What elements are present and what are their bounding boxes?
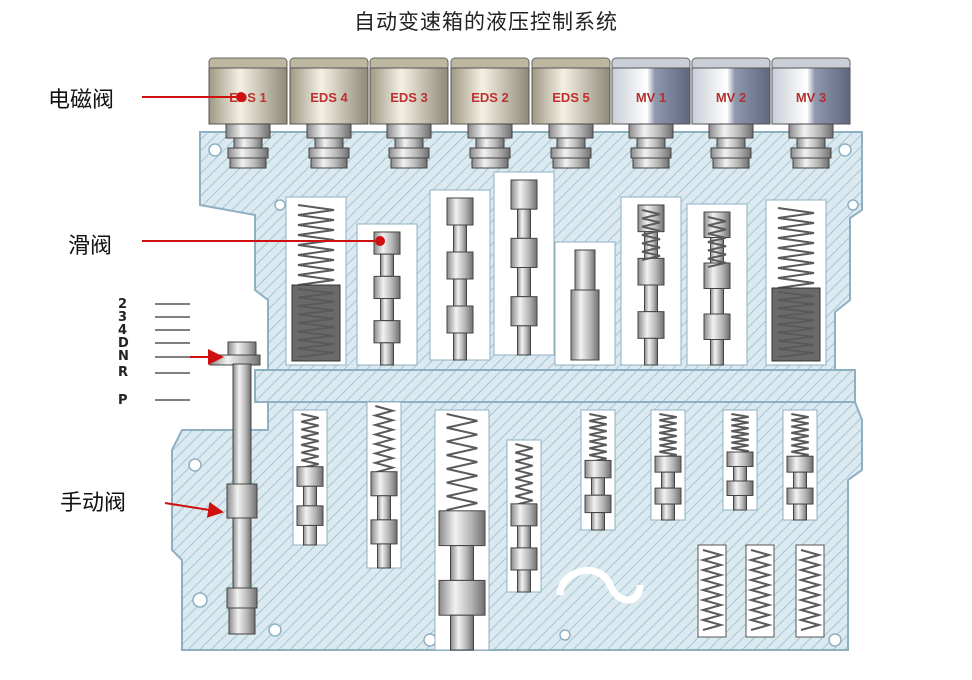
- bottom-spring-valve[interactable]: [697, 544, 727, 638]
- lower-spool-valve[interactable]: [292, 409, 328, 546]
- page-title: 自动变速箱的液压控制系统: [354, 10, 618, 34]
- upper-spool-valve[interactable]: [554, 241, 616, 366]
- separator-plate: [254, 369, 856, 403]
- solenoid-label: EDS 3: [390, 90, 428, 105]
- solenoid-eds-3[interactable]: EDS 3: [369, 57, 449, 169]
- lower-spool-valve[interactable]: [366, 401, 402, 569]
- lower-spool-valve[interactable]: [722, 409, 758, 511]
- upper-spool-valve[interactable]: [493, 171, 555, 356]
- solenoid-mv-2[interactable]: MV 2: [691, 57, 771, 169]
- solenoid-eds-4[interactable]: EDS 4: [289, 57, 369, 169]
- solenoid-mv-3[interactable]: MV 3: [771, 57, 851, 169]
- solenoid-mv-1[interactable]: MV 1: [611, 57, 691, 169]
- upper-spool-valve[interactable]: [356, 223, 418, 366]
- mounting-holes: [188, 143, 859, 647]
- solenoid-eds-2[interactable]: EDS 2: [450, 57, 530, 169]
- bottom-spring-valve[interactable]: [745, 544, 775, 638]
- upper-spool-valve[interactable]: [429, 189, 491, 361]
- solenoid-callout: 电磁阀: [48, 88, 115, 113]
- upper-spool-valve[interactable]: [620, 196, 682, 366]
- solenoid-label: MV 1: [636, 90, 666, 105]
- gear-label-3: 3: [118, 310, 128, 325]
- solenoid-label: EDS 2: [471, 90, 509, 105]
- upper-spool-valve[interactable]: [686, 203, 748, 366]
- gear-label-d: D: [118, 336, 129, 351]
- fluid-channel: [556, 567, 644, 604]
- upper-spool-valve[interactable]: [285, 196, 347, 366]
- lower-spool-valve[interactable]: [580, 409, 616, 531]
- bottom-spring-valve[interactable]: [795, 544, 825, 638]
- gear-label-r: R: [118, 365, 129, 380]
- gear-label-n: N: [118, 349, 129, 364]
- upper-spool-valve[interactable]: [765, 199, 827, 366]
- spool-callout: 滑阀: [68, 234, 113, 259]
- lower-spool-valve[interactable]: [506, 439, 542, 593]
- callout-arrows: [142, 92, 385, 518]
- solenoid-label: MV 2: [716, 90, 746, 105]
- gear-label-p: P: [118, 393, 128, 408]
- solenoid-label: EDS 5: [552, 90, 590, 105]
- solenoid-label: EDS 4: [310, 90, 348, 105]
- gear-index-lines: [155, 303, 190, 401]
- lower-spool-valve[interactable]: [782, 409, 818, 521]
- manual-valve-callout: 手动阀: [60, 491, 127, 516]
- lower-spool-valve[interactable]: [434, 409, 490, 651]
- gear-label-4: 4: [118, 323, 128, 338]
- solenoid-eds-5[interactable]: EDS 5: [531, 57, 611, 169]
- solenoid-label: MV 3: [796, 90, 826, 105]
- lower-spool-valve[interactable]: [650, 409, 686, 521]
- gear-label-2: 2: [118, 297, 128, 312]
- manual-valve[interactable]: [209, 341, 261, 635]
